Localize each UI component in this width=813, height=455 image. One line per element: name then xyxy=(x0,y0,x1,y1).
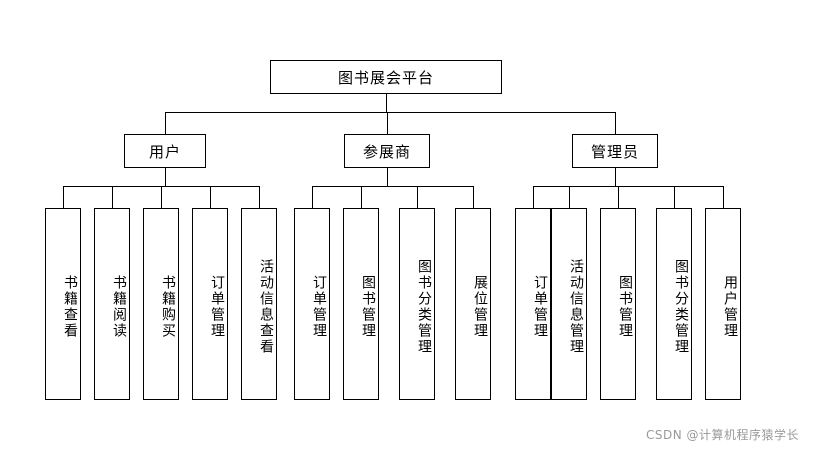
leaf-node-9: 订单管理 xyxy=(515,208,551,400)
branch-node-0: 用户 xyxy=(124,134,206,168)
root-node: 图书展会平台 xyxy=(270,60,502,94)
leaf-node-6: 图书管理 xyxy=(343,208,379,400)
connector-line xyxy=(165,112,615,113)
leaf-node-13: 用户管理 xyxy=(705,208,741,400)
connector-line xyxy=(112,186,113,208)
connector-line xyxy=(569,186,570,208)
leaf-node-7: 图书分类管理 xyxy=(399,208,435,400)
connector-line xyxy=(210,186,211,208)
connector-line xyxy=(387,112,388,134)
leaf-node-12: 图书分类管理 xyxy=(656,208,692,400)
leaf-node-10: 活动信息管理 xyxy=(551,208,587,400)
connector-line xyxy=(387,168,388,186)
watermark-text: CSDN @计算机程序猿学长 xyxy=(645,428,799,442)
leaf-node-11: 图书管理 xyxy=(600,208,636,400)
leaf-node-1: 书籍阅读 xyxy=(94,208,130,400)
connector-line xyxy=(615,168,616,186)
connector-line xyxy=(312,186,473,187)
connector-line xyxy=(165,112,166,134)
connector-line xyxy=(417,186,418,208)
connector-line xyxy=(473,186,474,208)
leaf-node-0: 书籍查看 xyxy=(45,208,81,400)
connector-line xyxy=(618,186,619,208)
connector-line xyxy=(533,186,534,208)
leaf-node-4: 活动信息查看 xyxy=(241,208,277,400)
connector-line xyxy=(615,112,616,134)
branch-node-1: 参展商 xyxy=(344,134,430,168)
leaf-node-5: 订单管理 xyxy=(294,208,330,400)
connector-line xyxy=(674,186,675,208)
connector-line xyxy=(723,186,724,208)
leaf-node-3: 订单管理 xyxy=(192,208,228,400)
leaf-node-2: 书籍购买 xyxy=(143,208,179,400)
connector-line xyxy=(165,168,166,186)
connector-line xyxy=(312,186,313,208)
leaf-node-8: 展位管理 xyxy=(455,208,491,400)
connector-line xyxy=(63,186,64,208)
connector-line xyxy=(259,186,260,208)
branch-node-2: 管理员 xyxy=(572,134,658,168)
connector-line xyxy=(533,186,723,187)
connector-line xyxy=(161,186,162,208)
connector-line xyxy=(361,186,362,208)
connector-line xyxy=(386,94,387,112)
